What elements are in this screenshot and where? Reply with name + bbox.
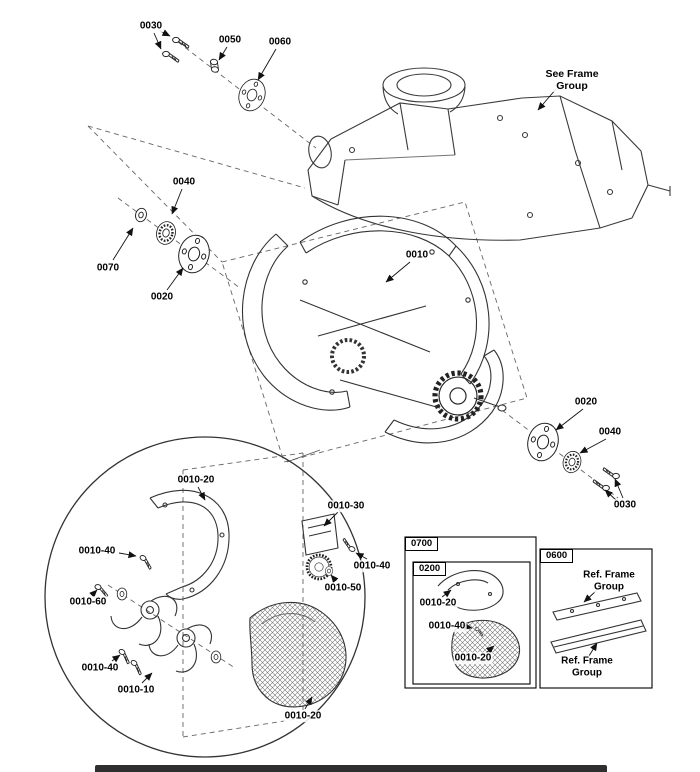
callout-0010-50: 0010-50 — [323, 582, 363, 594]
detail-circle-drawing — [44, 436, 366, 758]
callout-inset-0010-20-b: 0010-20 — [453, 652, 493, 664]
callout-0010-20-bottom: 0010-20 — [283, 710, 323, 722]
callout-inset-0010-20-a: 0010-20 — [418, 597, 458, 609]
callout-0010-60: 0010-60 — [68, 596, 108, 608]
inset-0600-label: 0600 — [540, 549, 574, 564]
callout-0050: 0050 — [217, 34, 243, 46]
callout-0010-40-right: 0010-40 — [352, 560, 392, 572]
callout-0030-top: 0030 — [138, 20, 164, 32]
callout-0040-left: 0040 — [171, 176, 197, 188]
callout-0030-right: 0030 — [612, 499, 638, 511]
callout-ref-frame-top: Ref. Frame Group — [582, 569, 636, 593]
callout-0010-40-left: 0010-40 — [77, 545, 117, 557]
callout-see-frame-group: See Frame Group — [544, 67, 600, 93]
callout-0010-20-top: 0010-20 — [176, 474, 216, 486]
auger-assembly-drawing — [241, 215, 507, 444]
callout-ref-frame-bottom: Ref. Frame Group — [560, 655, 614, 679]
callout-0020-left: 0020 — [149, 291, 175, 303]
inset-box-0700 — [404, 536, 537, 689]
exploded-axis-lines — [87, 41, 619, 499]
callout-0060: 0060 — [267, 36, 293, 48]
callout-0010-10: 0010-10 — [116, 684, 156, 696]
inset-0700-label: 0700 — [405, 537, 439, 552]
frame-housing-drawing — [307, 67, 671, 241]
callout-0010-30: 0010-30 — [326, 500, 366, 512]
callout-0020-right: 0020 — [573, 396, 599, 408]
callout-0010-40-bottom: 0010-40 — [80, 662, 120, 674]
inset-0200-label: 0200 — [413, 562, 447, 577]
callout-0010: 0010 — [404, 249, 430, 261]
callout-0040-right: 0040 — [597, 426, 623, 438]
left-bearing-parts — [133, 206, 214, 277]
callout-inset-0010-40: 0010-40 — [427, 620, 467, 632]
leader-arrows — [89, 29, 624, 710]
detail-leader-line — [286, 449, 321, 463]
top-fastener-parts — [162, 36, 270, 115]
bottom-bar — [95, 765, 607, 772]
callout-0070: 0070 — [95, 262, 121, 274]
